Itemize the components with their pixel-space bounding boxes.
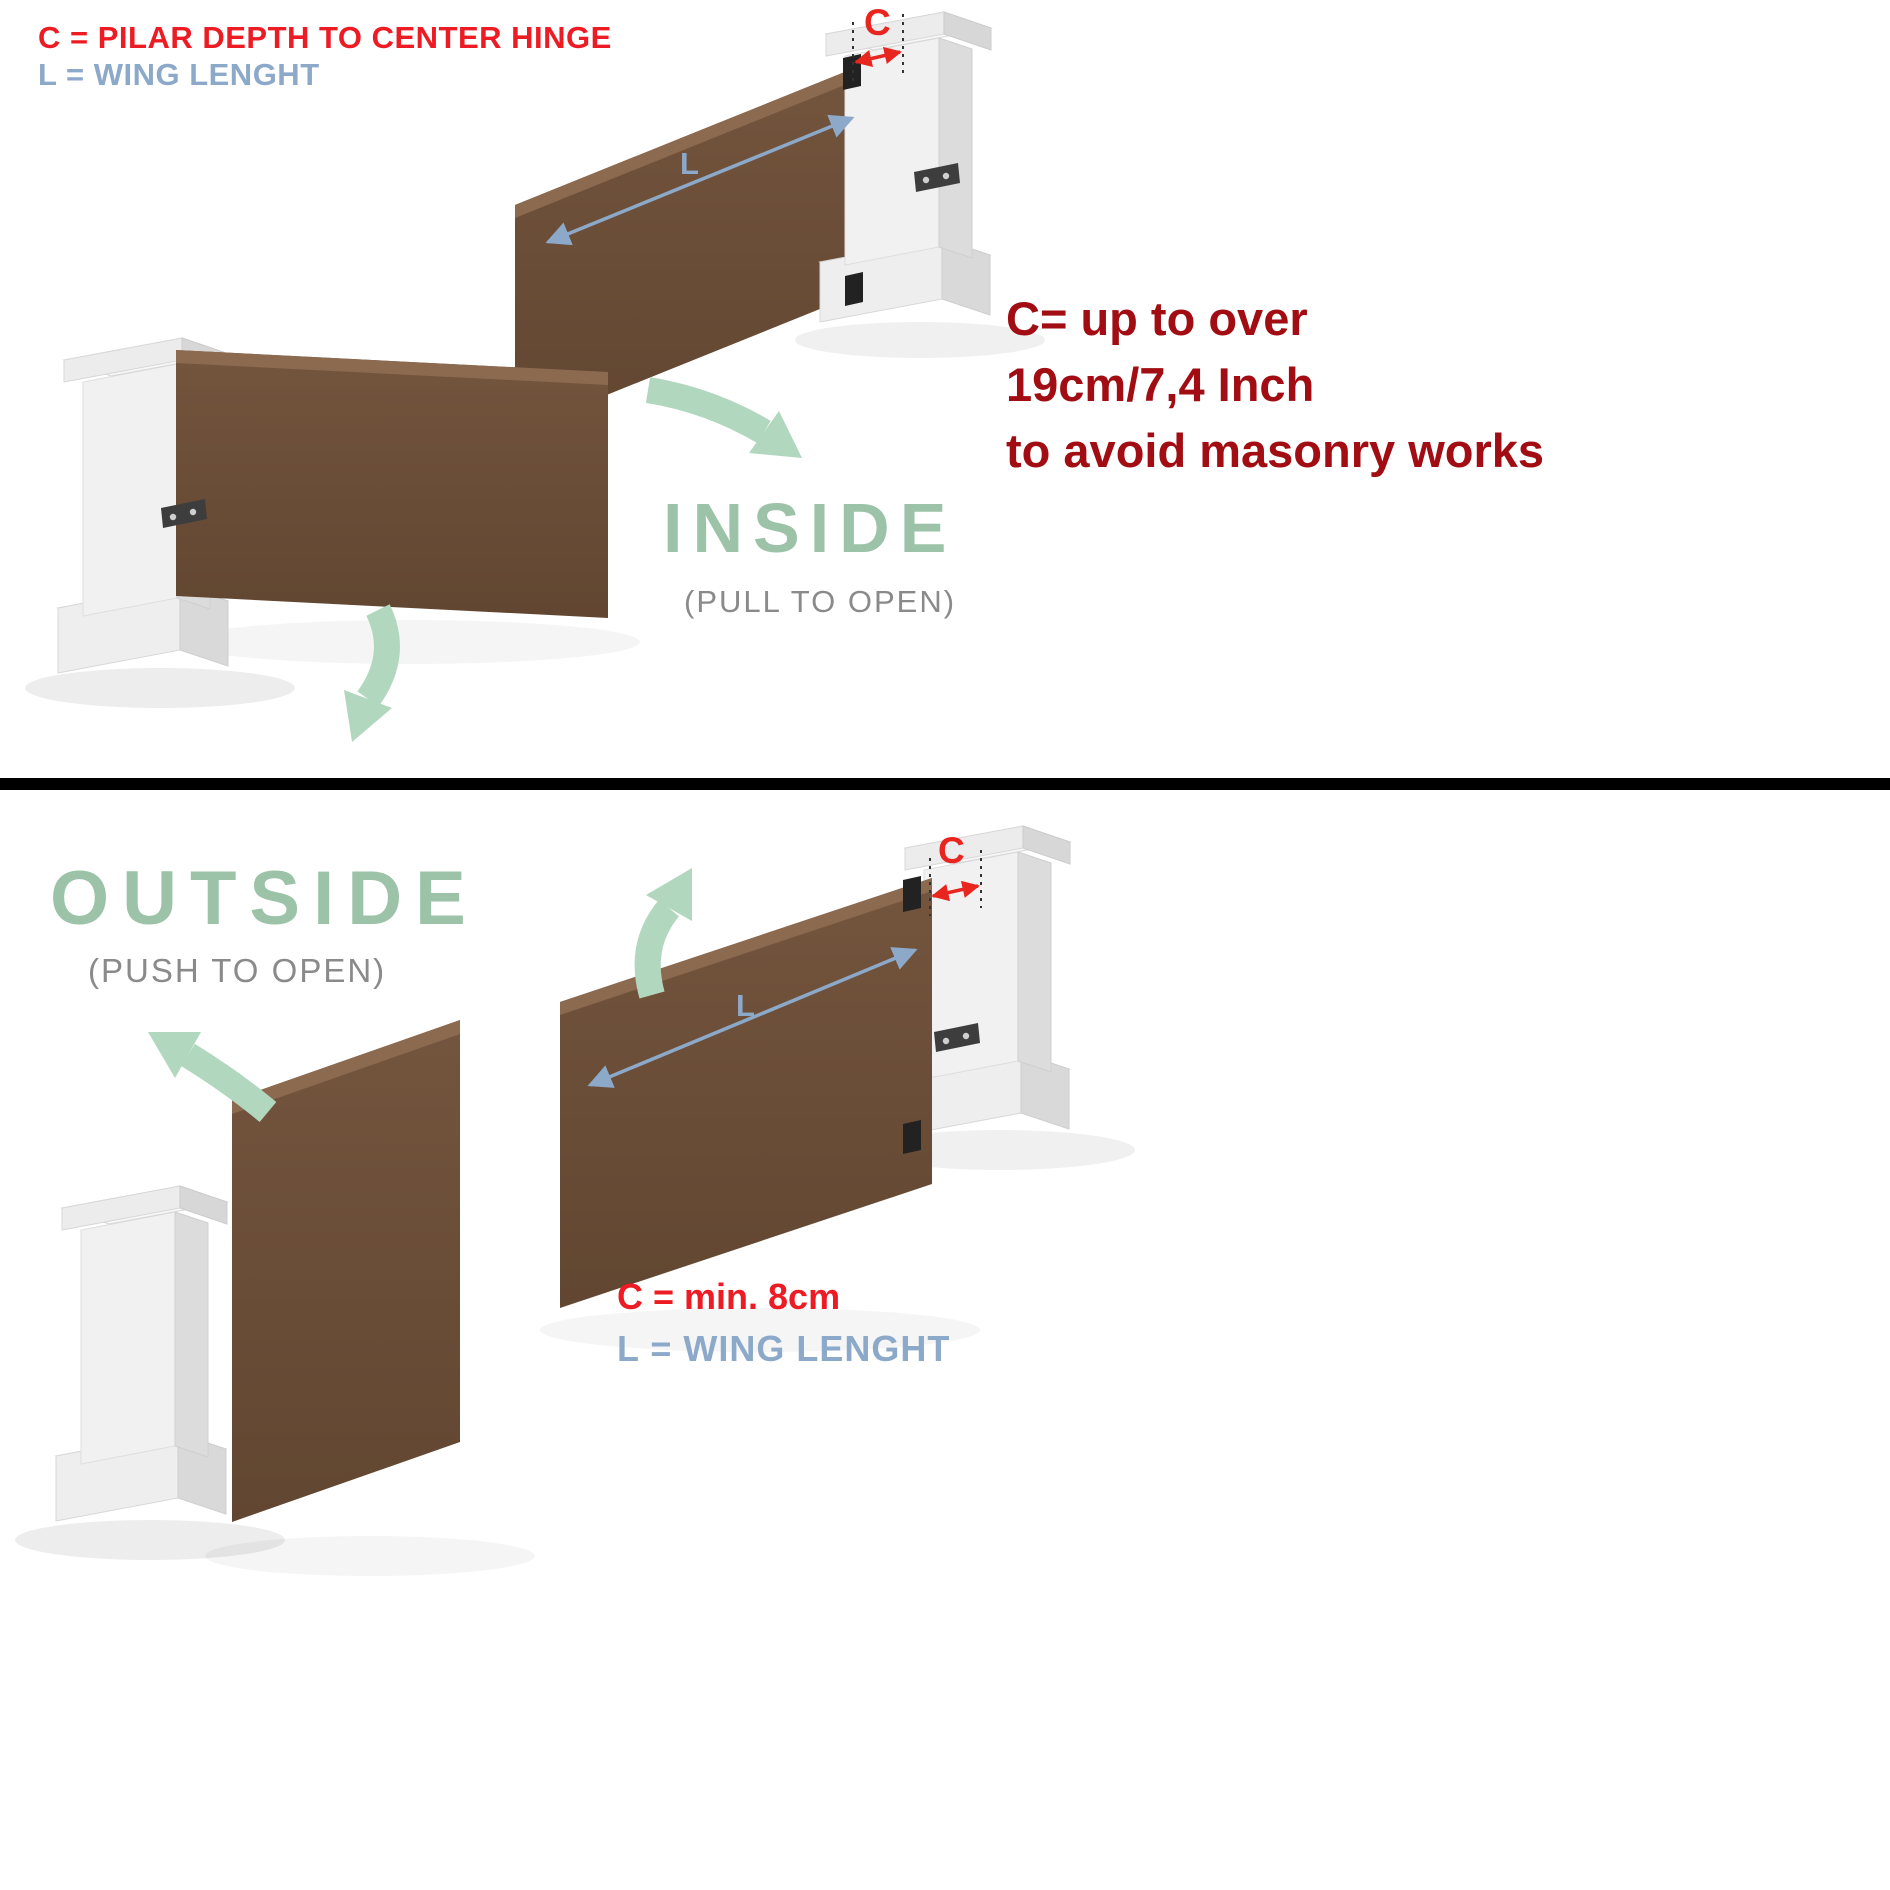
outside-subtitle: (PUSH TO OPEN) bbox=[88, 952, 387, 989]
pillar-cap bbox=[903, 825, 1072, 871]
inside-subtitle: (PULL TO OPEN) bbox=[684, 584, 957, 619]
arrow-head bbox=[749, 411, 802, 458]
gate-open-bottom bbox=[232, 1020, 460, 1522]
opener-bracket-bottom-icon bbox=[934, 1023, 980, 1052]
pillar-bottom-left bbox=[54, 1185, 229, 1522]
gate-panel bbox=[232, 1020, 460, 1522]
hinge-bottom-icon bbox=[903, 1120, 921, 1154]
bracket-hole bbox=[962, 1032, 970, 1040]
bracket-plate bbox=[161, 499, 207, 528]
shadow-open-gate-bottom bbox=[205, 1536, 535, 1576]
shadow-open-gate-top bbox=[180, 620, 640, 664]
outside-title: OUTSIDE bbox=[50, 856, 479, 941]
note-line-2: 19cm/7,4 Inch bbox=[1006, 358, 1315, 411]
legend-c-min-value: C = min. 8cm bbox=[617, 1276, 841, 1317]
c-dimension-bottom bbox=[929, 850, 982, 916]
shadow-left-pillar-top bbox=[25, 668, 295, 708]
arrow-shaft bbox=[357, 604, 400, 707]
shaft-front-face bbox=[82, 363, 178, 617]
swing-arrow-right-icon bbox=[645, 377, 802, 458]
shaft-front-face bbox=[80, 1211, 176, 1465]
c-dimension-arrow-bottom bbox=[931, 880, 980, 902]
pillar-bottom-right bbox=[897, 825, 1072, 1137]
arrow-head bbox=[344, 690, 392, 742]
hinge-top-icon bbox=[903, 876, 921, 912]
shaft-right-face bbox=[174, 1211, 209, 1458]
c-dimension-top bbox=[852, 14, 904, 82]
arrow-shaft bbox=[181, 1043, 277, 1122]
arrow-shaft bbox=[634, 899, 680, 999]
bracket-plate bbox=[934, 1023, 980, 1052]
gate-top-edge bbox=[176, 350, 608, 385]
top-shadows bbox=[25, 322, 1045, 708]
legend-wing-length-bottom: L = WING LENGHT bbox=[617, 1328, 951, 1369]
gate-panel bbox=[176, 350, 608, 618]
pillar-cap bbox=[824, 11, 993, 57]
swing-arrow-down-icon bbox=[344, 604, 400, 742]
pillar-cap bbox=[60, 1185, 229, 1231]
base-right-face bbox=[177, 1432, 227, 1515]
l-dimension-label-bottom: L bbox=[736, 988, 755, 1023]
bracket-hole bbox=[942, 172, 950, 180]
gate-open-top bbox=[176, 350, 608, 618]
section-divider bbox=[0, 778, 1890, 790]
gate-top-edge bbox=[232, 1020, 460, 1114]
cap-right-face bbox=[1022, 825, 1071, 865]
c-dimension-arrow-top bbox=[854, 46, 902, 68]
bracket-plate bbox=[914, 163, 960, 192]
pillar-shaft bbox=[80, 1211, 209, 1465]
opener-bracket-left-icon bbox=[161, 499, 207, 528]
arrow-head bbox=[646, 868, 692, 921]
bracket-hole bbox=[189, 508, 197, 516]
cap-right-face bbox=[179, 1185, 228, 1225]
opener-bracket-icon bbox=[914, 163, 960, 192]
gate-closed-bottom bbox=[560, 878, 932, 1308]
arrow-shaft bbox=[645, 377, 771, 444]
l-dimension-arrow-bottom bbox=[587, 947, 918, 1088]
c-dimension-label-top: C bbox=[864, 2, 891, 43]
legend-pilar-depth-definition: C = PILAR DEPTH TO CENTER HINGE bbox=[38, 20, 612, 55]
shadow-right-pillar-top bbox=[795, 322, 1045, 358]
swing-arrow-up-icon bbox=[634, 868, 692, 999]
note-line-3: to avoid masonry works bbox=[1006, 424, 1545, 477]
arrow-head bbox=[148, 1032, 201, 1078]
pillar-top-right bbox=[818, 11, 993, 323]
swing-arrow-up-left-icon bbox=[148, 1032, 277, 1122]
masonry-note: C= up to over 19cm/7,4 Inch to avoid mas… bbox=[1006, 286, 1544, 484]
note-line-1: C= up to over bbox=[1006, 292, 1308, 345]
bottom-shadows bbox=[15, 1130, 1135, 1576]
legend-wing-length-definition: L = WING LENGHT bbox=[38, 57, 320, 92]
shaft-right-face bbox=[1017, 851, 1052, 1073]
cap-right-face bbox=[943, 11, 992, 51]
inside-title: INSIDE bbox=[663, 489, 957, 567]
bracket-hole bbox=[922, 176, 930, 184]
l-dimension-arrow-top bbox=[545, 114, 855, 246]
bracket-hole bbox=[942, 1037, 950, 1045]
l-dimension-label-top: L bbox=[680, 146, 699, 181]
base-right-face bbox=[941, 238, 991, 316]
hinge-bottom-icon bbox=[845, 272, 863, 306]
shaft-right-face bbox=[938, 37, 973, 259]
base-right-face bbox=[1020, 1052, 1070, 1130]
pillar-shaft bbox=[923, 851, 1052, 1080]
shadow-right-pillar-bottom bbox=[865, 1130, 1135, 1170]
c-dimension-label-bottom: C bbox=[938, 830, 965, 871]
pillar-shaft bbox=[844, 37, 973, 266]
bracket-hole bbox=[169, 513, 177, 521]
shadow-gate-bottom bbox=[540, 1308, 980, 1352]
shadow-left-pillar-bottom bbox=[15, 1520, 285, 1560]
